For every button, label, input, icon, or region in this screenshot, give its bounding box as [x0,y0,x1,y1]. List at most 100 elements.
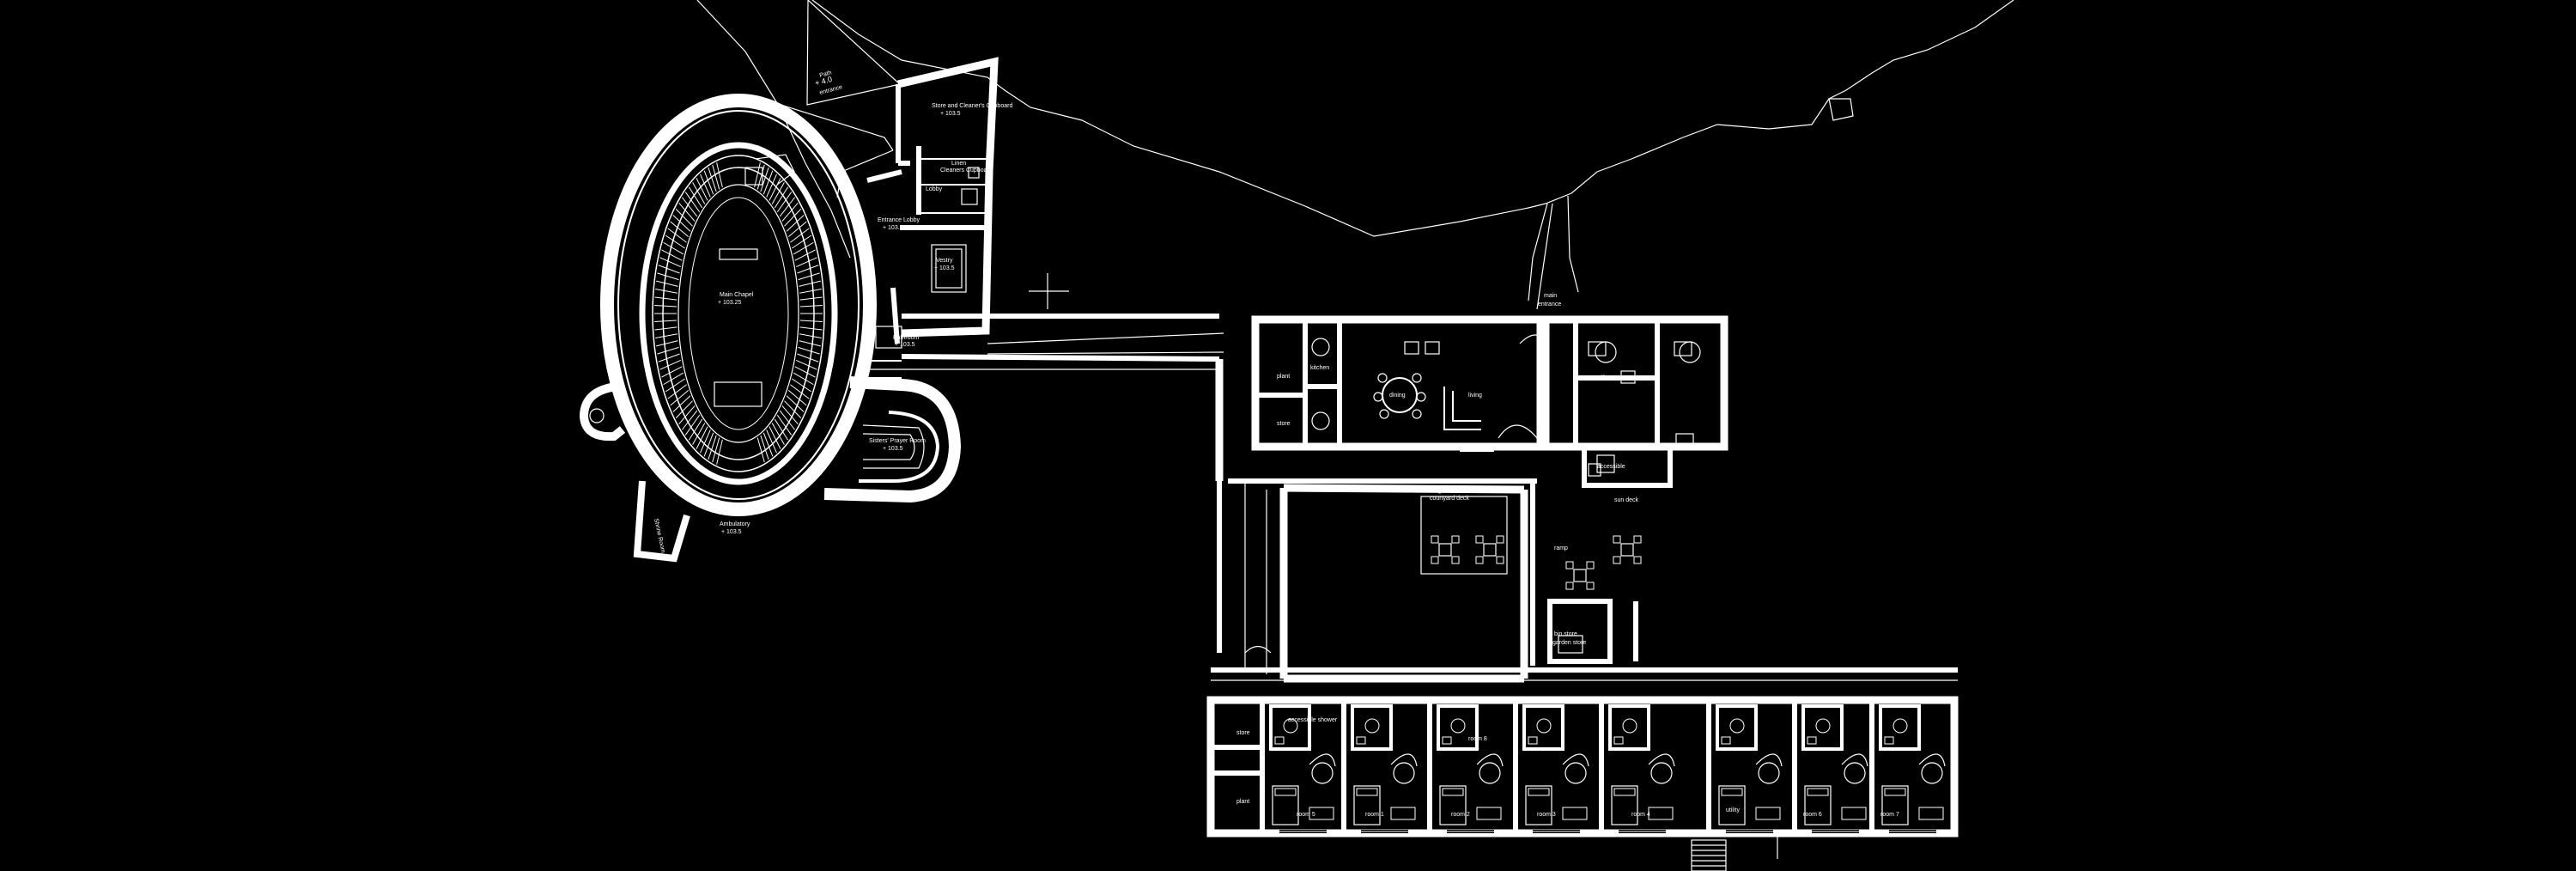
bedroom [1869,700,1946,833]
room-2-label: room 2 [1451,812,1470,818]
bedroom [1706,700,1783,833]
bathroom-label: Bathroom [893,335,920,341]
entrance-lobby-label: Entrance Lobby [878,217,920,223]
bin-store-label: bin store [1554,631,1577,637]
room-7-label: room 7 [1880,812,1899,818]
pew-line [672,395,691,412]
bedroom [1599,700,1675,833]
chapel-oval [579,94,877,563]
bedroom-store-label: store [1236,730,1250,736]
pew-line [712,437,720,463]
pew-line [790,228,810,243]
pew-line [659,360,681,370]
table-with-chairs [1475,535,1504,564]
living-block [1215,315,1545,653]
sisters-prayer-room [823,376,962,503]
accessible-shower-label: accessible shower [1288,717,1338,723]
pew-line [672,215,691,232]
stair-icon [1691,839,1727,871]
main-entrance-label-1: main [1544,293,1557,299]
pew-line [657,272,679,281]
table-with-chairs [1565,561,1595,590]
room-3-label: room 3 [1537,812,1556,818]
courtyard [1211,478,1958,683]
bathroom-level-label: + 103.5 [895,342,915,348]
pew-line [799,304,823,308]
pew-line [716,439,723,465]
bedroom [1427,700,1504,833]
pew-line [659,257,681,267]
store-label: store [1277,421,1291,427]
pew-line [756,164,765,190]
pew-line [799,333,822,338]
pew-line [793,241,814,255]
room-5-label: room 5 [1297,812,1315,818]
pew-line [784,208,802,227]
pew-line [799,326,823,331]
table-with-chairs [1431,535,1460,564]
pew-line [692,423,706,445]
pew-line [655,289,677,294]
lobby-label: Lobby [926,186,943,192]
pew-line [766,174,777,198]
main-entrance-label-2: entrance [1538,302,1561,308]
garden-store-label: garden store [1552,640,1586,646]
pew-line [798,272,820,281]
pew-line [716,162,723,188]
room-4-label: room 4 [1631,812,1650,818]
sun-deck-label: sun deck [1614,497,1639,503]
pew-line [708,167,717,192]
pew-line [756,437,765,463]
pew-line [703,432,714,457]
pew-line [774,418,789,441]
pew-line [656,280,678,287]
room-1-label: room 1 [1365,812,1384,818]
pew-line [776,192,793,213]
pew-line [654,304,677,308]
bedroom [1792,700,1868,833]
pew-line [762,432,774,457]
pew-line [692,182,706,204]
linen-cupboard-label: Cleaners Cupboard [940,168,993,174]
pew-line [787,389,807,406]
pew-line [658,353,680,362]
bedroom-plant-label: plant [1236,799,1249,805]
dining-label: dining [1389,393,1406,399]
office-block [1498,315,1728,488]
office-1-label: office 1 [1597,375,1617,381]
site-boundary [696,0,2014,310]
pew-line [688,186,703,209]
pew-line [696,426,708,449]
pew-line [793,372,814,386]
kitchen-label: kitchen [1310,365,1329,371]
pew-line [663,241,684,255]
dining-terrace-label: dining terrace [1425,488,1462,494]
pew-line [799,296,823,301]
pew-line [696,178,708,201]
pew-line [760,167,769,192]
pew-line [661,366,683,378]
bedroom [1513,700,1589,833]
pew-line [787,221,807,238]
pew-line [657,346,679,355]
pew-line [656,340,678,347]
store-cleaner-label: Store and Cleaner's Cupboard [932,103,1012,109]
pew-line [703,170,714,195]
pew-line [665,378,685,393]
pew-line [799,280,821,287]
main-chapel-label: Main Chapel [720,292,754,298]
pew-line [776,414,793,436]
pew-line [658,265,680,274]
pew-line [670,221,690,238]
pew-line [781,202,799,222]
pew-line [784,400,802,419]
pew-line [667,228,687,243]
pew-line [665,234,685,249]
upper-entrance-label: entrance [819,84,843,96]
pew-line [684,414,701,436]
pew-line [700,174,711,198]
pew-line [654,296,677,301]
pew-line [682,410,698,430]
shrine-label: Shrine Room [653,518,665,554]
